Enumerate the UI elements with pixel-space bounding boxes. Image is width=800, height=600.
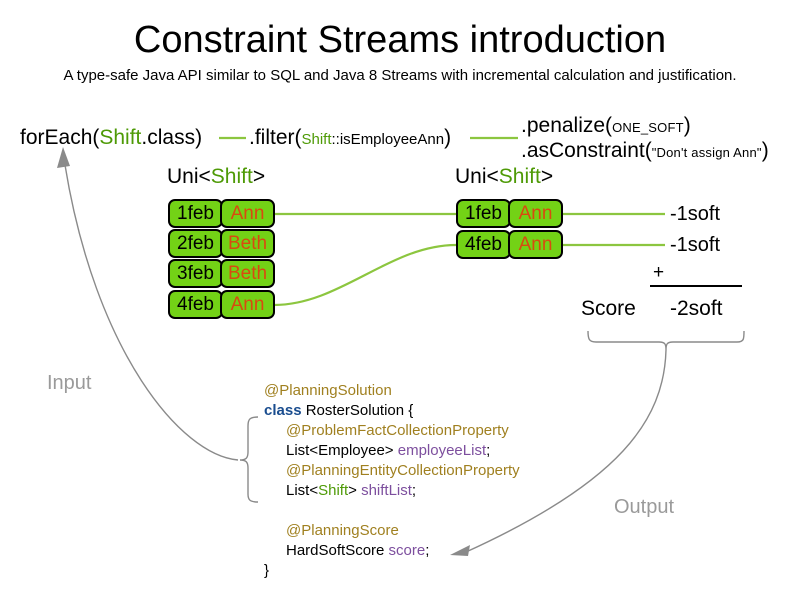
tuple-date: 4feb: [456, 230, 511, 259]
left-label-prefix: Uni<: [167, 165, 211, 188]
code-token: ;: [425, 542, 430, 559]
code-token: HardSoftScore: [286, 542, 389, 559]
code-token: ;: [411, 482, 417, 499]
code-token: class: [264, 402, 302, 419]
left-tuple-row: 4feb Ann: [168, 290, 275, 319]
page-title: Constraint Streams introduction: [133, 19, 667, 61]
tuple-date: 1feb: [456, 199, 511, 228]
tuple-employee: Ann: [508, 230, 563, 259]
code-token: RosterSolution {: [301, 402, 414, 419]
code-brace: [239, 416, 259, 503]
right-label-prefix: Uni<: [455, 165, 499, 188]
as-constraint-prefix: .asConstraint(: [521, 139, 652, 162]
output-flow-label: Output: [614, 496, 675, 518]
score-brace: [587, 330, 745, 351]
input-flow-label: Input: [47, 372, 92, 394]
filter-suffix: ): [444, 126, 452, 149]
as-constraint-arg: "Don't assign Ann": [651, 145, 762, 160]
code-line: @PlanningSolution: [264, 381, 520, 401]
score-total: -2soft: [670, 297, 723, 320]
code-token: ;: [486, 442, 491, 459]
foreach-type: Shift: [99, 126, 142, 149]
code-token: @PlanningSolution: [264, 382, 392, 399]
code-token: @PlanningEntityCollectionProperty: [286, 462, 520, 479]
code-token: List<: [286, 482, 319, 499]
tuple-employee: Ann: [508, 199, 563, 228]
tuple-date: 1feb: [168, 199, 223, 228]
page-subtitle: A type-safe Java API similar to SQL and …: [63, 67, 737, 84]
tuple-employee: Ann: [220, 199, 275, 228]
filter-arg-type: Shift: [301, 131, 332, 148]
left-tuple-row: 3feb Beth: [168, 259, 275, 288]
code-token: shiftList: [361, 482, 412, 499]
left-label-type: Shift: [210, 165, 253, 188]
api-call-filter: .filter(Shift::isEmployeeAnn): [249, 125, 451, 153]
code-line: [264, 501, 520, 521]
code-token: List<Employee>: [286, 442, 398, 459]
filter-prefix: .filter(: [249, 126, 302, 149]
code-token: [286, 502, 290, 519]
tuple-employee: Ann: [220, 290, 275, 319]
tuple-date: 3feb: [168, 259, 223, 288]
left-tuple-row: 2feb Beth: [168, 229, 275, 258]
code-line: @ProblemFactCollectionProperty: [264, 421, 520, 441]
code-line: class RosterSolution {: [264, 401, 520, 421]
penalty-value: -1soft: [670, 234, 721, 256]
code-line: @PlanningScore: [264, 521, 520, 541]
code-line: @PlanningEntityCollectionProperty: [264, 461, 520, 481]
foreach-suffix: .class): [141, 126, 203, 149]
code-token: >: [348, 482, 362, 499]
penalize-prefix: .penalize(: [521, 114, 613, 137]
code-token: score: [388, 542, 426, 559]
code-token: @PlanningScore: [286, 522, 399, 539]
api-call-as-constraint: .asConstraint("Don't assign Ann"): [521, 138, 769, 166]
score-operator: +: [653, 262, 665, 283]
tuple-employee: Beth: [220, 229, 275, 258]
filter-arg-rest: ::isEmployeeAnn: [331, 131, 445, 148]
api-call-foreach: forEach(Shift.class): [20, 125, 202, 151]
api-call-penalize: .penalize(ONE_SOFT): [521, 113, 691, 141]
right-label-suffix: >: [540, 165, 554, 188]
as-constraint-suffix: ): [761, 139, 769, 162]
code-line: }: [264, 561, 520, 581]
left-stream-label: Uni<Shift>: [167, 164, 265, 189]
left-label-suffix: >: [252, 165, 266, 188]
code-line: HardSoftScore score;: [264, 541, 520, 561]
tuple-employee: Beth: [220, 259, 275, 288]
penalize-suffix: ): [683, 114, 691, 137]
code-token: }: [264, 562, 270, 579]
code-token: Shift: [318, 482, 349, 499]
penalize-arg: ONE_SOFT: [612, 120, 684, 135]
right-tuple-row: 1feb Ann: [456, 199, 563, 228]
foreach-prefix: forEach(: [20, 126, 100, 149]
right-tuple-row: 4feb Ann: [456, 230, 563, 259]
code-line: List<Employee> employeeList;: [264, 441, 520, 461]
code-line: List<Shift> shiftList;: [264, 481, 520, 501]
tuple-date: 4feb: [168, 290, 223, 319]
left-tuple-row: 1feb Ann: [168, 199, 275, 228]
stream-link-4feb: [273, 243, 457, 307]
code-token: @ProblemFactCollectionProperty: [286, 422, 509, 439]
right-label-type: Shift: [498, 165, 541, 188]
score-label: Score: [581, 297, 636, 320]
tuple-date: 2feb: [168, 229, 223, 258]
code-token: employeeList: [397, 442, 487, 459]
right-stream-label: Uni<Shift>: [455, 164, 553, 189]
penalty-value: -1soft: [670, 203, 721, 225]
